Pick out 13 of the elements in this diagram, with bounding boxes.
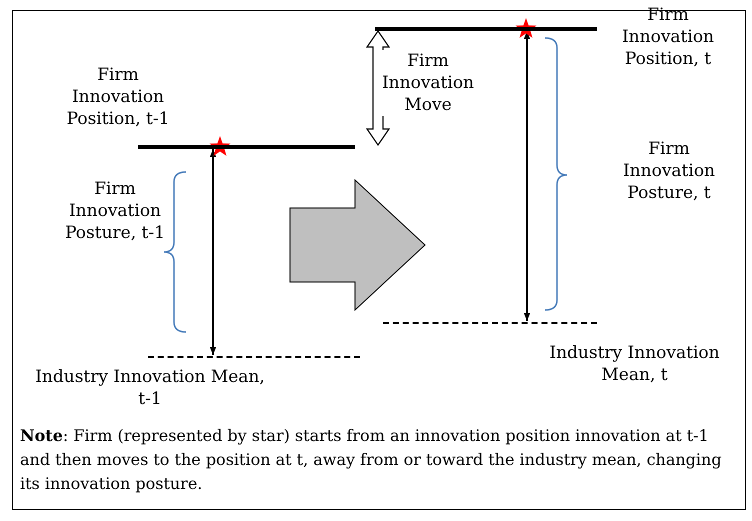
position-bar — [375, 27, 597, 31]
dashed-mean-line — [383, 322, 597, 324]
bar-label: Firm Innovation Position, t — [620, 4, 716, 70]
double-arrow — [210, 149, 216, 355]
bar-label: Industry Innovation Mean, t-1 — [34, 366, 266, 410]
dashed-mean-line — [148, 356, 360, 358]
posture-label: Firm Innovation Posture, t — [622, 138, 716, 204]
double-arrow — [524, 31, 530, 321]
posture-label: Firm Innovation Posture, t-1 — [64, 178, 166, 244]
note-text: Note: Firm (represented by star) starts from an innovation position innovation at t-1 and then moves to the position at t, away from or toward the industry mean, changing its innovation posture. — [20, 425, 723, 495]
bar-label: Industry Innovation Mean, t — [548, 342, 721, 386]
bar-label: Firm Innovation Position, t-1 — [66, 64, 170, 130]
position-bar — [138, 145, 355, 149]
